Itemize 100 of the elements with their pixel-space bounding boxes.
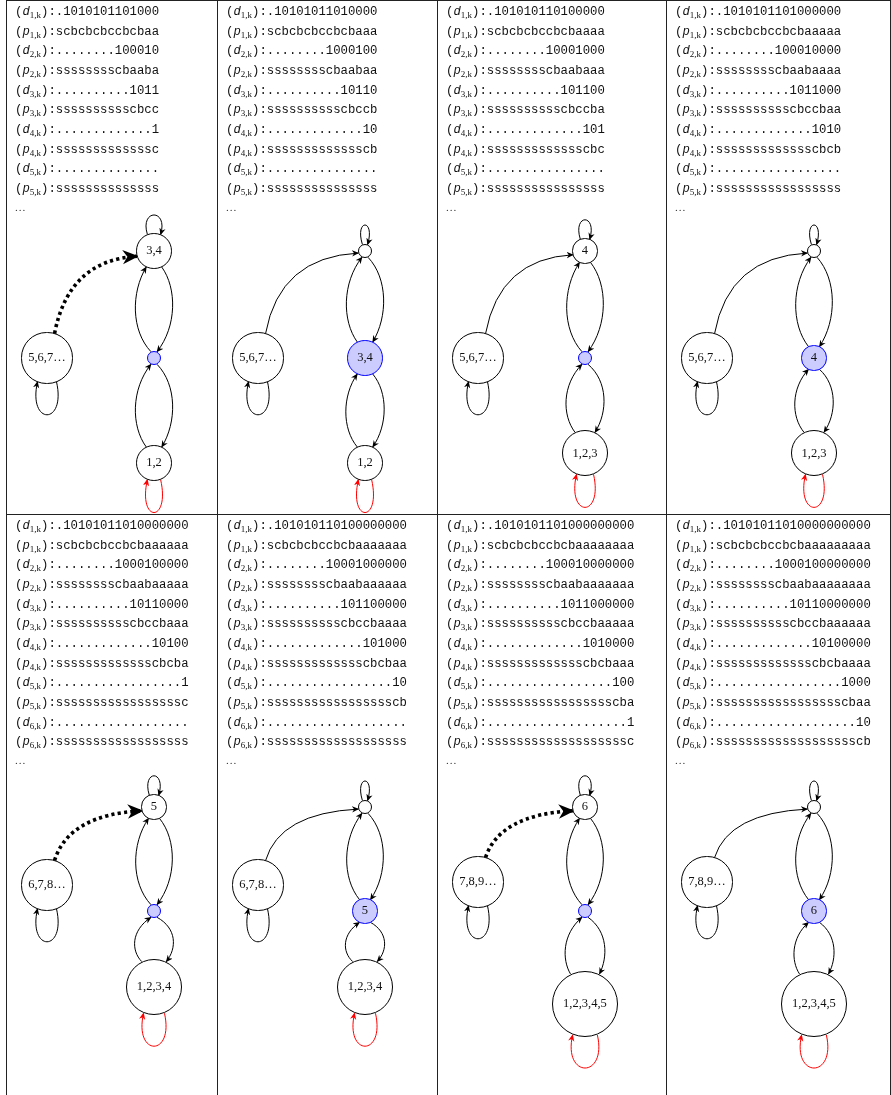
panel (667, 0, 891, 515)
sequence-row-text: (d$_{3,k}$):..........101100000 (226, 596, 407, 616)
arrow (565, 363, 583, 433)
arrow (345, 256, 363, 343)
arrow (156, 266, 174, 353)
sequence-row-text: (p$_{6,k}$):sssssssssssssssssss (226, 734, 407, 753)
sequence-row-text: (d$_{4,k}$):.............10 (226, 121, 378, 141)
sequence-row-text: (p$_{5,k}$):sssssssssssssss (226, 180, 378, 200)
sequence-row-text: (p$_{5,k}$):ssssssssssssss (15, 180, 160, 200)
arrow (135, 817, 152, 906)
sequence-row-text: (d$_{1,k}$):.10101011010000000 (15, 518, 189, 537)
sequence-row-text: (d$_{6,k}$):...................10 (675, 714, 871, 733)
state-label: 6 (810, 903, 818, 919)
sequence-row-text: (d$_{5,k}$):.............. (15, 161, 160, 180)
sequence-row-text: (d$_{1,k}$):.101010110100000 (446, 4, 605, 23)
state-label: 6,7,8… (28, 877, 66, 893)
sequence-row-text: (d$_{3,k}$):..........10110000 (15, 596, 189, 616)
self-loop-arrow (350, 1012, 378, 1047)
self-loop-arrow (809, 224, 822, 246)
sequence-row-text: (p$_{4,k}$):sssssssssssssc (15, 141, 160, 161)
arrow (714, 806, 808, 859)
dotted-arrow (483, 804, 575, 859)
arrow (344, 921, 361, 963)
self-loop-arrow (693, 905, 719, 940)
sequence-row-text: (d$_{2,k}$):........1000100000 (15, 557, 189, 576)
state-label: 7,8,9… (459, 874, 497, 890)
state-label: 1,2,3,4 (347, 979, 383, 995)
ellipsis: ... (446, 200, 459, 213)
sequence-row-text: (p$_{3,k}$):sssssssssscbccbaaaa (226, 616, 407, 635)
sequence-row-text: (p$_{2,k}$):sssssssscbaabaaaaaaaa (675, 576, 871, 596)
sequence-row-text: (d$_{6,k}$):.................. (15, 714, 189, 733)
self-loop-arrow (464, 381, 490, 416)
state-circle (807, 244, 821, 258)
sequence-row-text: (p$_{4,k}$):ssssssssssssscbcba (15, 655, 189, 675)
state-label: 6 (581, 799, 589, 815)
sequence-row-text: (p$_{5,k}$):ssssssssssssssssscba (446, 694, 635, 714)
arrow (587, 261, 604, 353)
sequence-row-text: (d$_{6,k}$):...................1 (446, 714, 635, 733)
self-loop-arrow (578, 219, 595, 240)
panel (438, 0, 667, 515)
self-loop-arrow (572, 473, 596, 508)
sequence-row-text: (d$_{3,k}$):..........1011000000 (446, 596, 635, 616)
state-circle (358, 244, 372, 258)
state-label: 1,2 (146, 455, 162, 471)
sequence-row-text: (d$_{3,k}$):..........10110000000 (675, 596, 871, 616)
arrow (816, 256, 833, 348)
sequence-row-text: (p$_{6,k}$):sssssssssssssssssssc (446, 734, 635, 753)
sequence-row-text: (p$_{5,k}$):sssssssssssssssssc (15, 694, 189, 714)
state-circle (232, 332, 284, 384)
sequence-row-text: (p$_{3,k}$):sssssssssscbcc (15, 102, 160, 121)
arrow (134, 266, 152, 353)
sequence-row-text: (d$_{4,k}$):.............10100000 (675, 635, 871, 655)
state-circle (232, 859, 284, 911)
panel (218, 0, 438, 515)
state-label: 7,8,9… (688, 874, 726, 890)
sequence-row-text: (d$_{3,k}$):..........10110 (226, 82, 378, 102)
sequence-row-text: (p$_{4,k}$):ssssssssssssscbcbaaa (446, 655, 635, 675)
panel (6, 515, 218, 1095)
arrow (564, 916, 583, 975)
sequence-row-text: (p$_{6,k}$):ssssssssssssssssssscb (675, 734, 871, 753)
sequence-row-text: (d$_{2,k}$):........100010 (15, 43, 160, 62)
ellipsis: ... (226, 753, 239, 766)
sequence-row-text: (p$_{1,k}$):scbcbcbccbcbaa (15, 23, 160, 43)
self-loop-arrow (360, 780, 373, 802)
arrow (485, 252, 574, 335)
self-loop-arrow (693, 381, 719, 416)
self-loop-arrow (578, 775, 595, 796)
state-circle (21, 859, 73, 911)
state-circle (136, 233, 172, 269)
ellipsis: ... (446, 753, 459, 766)
state-label: 5,6,7… (28, 350, 66, 366)
sequence-row-text: (d$_{3,k}$):..........1011 (15, 82, 160, 102)
state-label: 5,6,7… (239, 350, 277, 366)
sequence-row-text: (p$_{3,k}$):sssssssssscbccbaa (675, 102, 842, 121)
self-loop-arrow (797, 1034, 829, 1069)
sequence-row-text: (p$_{3,k}$):sssssssssscbccbaaaaaa (675, 616, 871, 635)
dotted-arrow (52, 804, 144, 862)
sequence-row-text: (d$_{1,k}$):.1010101101000000000 (446, 518, 635, 537)
sequence-row-text: (p$_{4,k}$):ssssssssssssscbcbaaaa (675, 655, 871, 675)
sequence-row-text: (p$_{1,k}$):scbcbcbccbcbaaaaa (675, 23, 842, 43)
sequence-row-text: (d$_{2,k}$):........1000100 (226, 43, 378, 62)
state-circle (141, 794, 167, 820)
sequence-row-text: (p$_{2,k}$):sssssssscbaaba (15, 62, 160, 82)
arrow (816, 812, 833, 901)
sequence-row-text: (p$_{6,k}$):ssssssssssssssssss (15, 734, 189, 753)
panel (6, 0, 218, 515)
self-loop-arrow (801, 473, 825, 508)
state-label: 5,6,7… (688, 350, 726, 366)
sequence-row-text: (p$_{1,k}$):scbcbcbccbcbaaaaaaa (226, 537, 407, 557)
state-circle (452, 332, 504, 384)
arrow (795, 812, 812, 901)
state-label: 1,2,3,4,5 (563, 996, 607, 1012)
sequence-row-text: (d$_{2,k}$):........10001000000 (226, 557, 407, 576)
sequence-row-text: (d$_{5,k}$):.................10 (226, 675, 407, 694)
self-loop-arrow (33, 908, 59, 943)
sequence-row-text: (d$_{5,k}$):.................1 (15, 675, 189, 694)
arrow (714, 250, 808, 335)
sequence-row-text: (p$_{1,k}$):scbcbcbccbcbaaaaaaaaa (675, 537, 871, 557)
state-circle (136, 445, 172, 481)
sequence-row-text: (p$_{5,k}$):ssssssssssssssssscb (226, 694, 407, 714)
